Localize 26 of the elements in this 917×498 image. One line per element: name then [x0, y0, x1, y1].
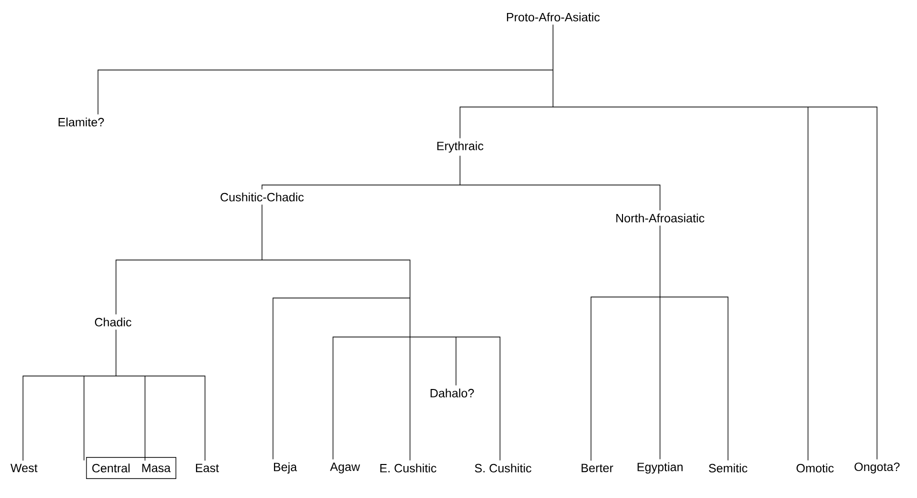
tree-label: E. Cushitic: [380, 464, 436, 472]
group-box: [86, 457, 176, 479]
tree-label: Cushitic-Chadic: [220, 192, 304, 202]
tree-label: S. Cushitic: [474, 464, 532, 472]
tree-label: Erythraic: [437, 141, 484, 153]
tree-label: Egyptian: [638, 462, 683, 474]
tree-label: Berter: [582, 464, 614, 472]
tree-branch: [262, 155, 660, 211]
tree-label: North-Afroasiatic: [616, 214, 704, 222]
tree-label: East: [196, 464, 219, 472]
tree-branch: [98, 24, 878, 461]
tree-label: Central: [92, 464, 130, 472]
tree-branch: [116, 204, 500, 461]
tree-branch: [590, 225, 728, 461]
tree-label: Chadic: [94, 318, 132, 326]
tree-label: West: [10, 464, 38, 472]
tree-label: Omotic: [796, 464, 834, 472]
tree-label: Agaw: [330, 462, 360, 474]
tree-label: Proto-Afro-Asiatic: [506, 12, 600, 22]
tree-label: Dahalo?: [430, 388, 474, 398]
tree-label: Elamite?: [58, 118, 104, 126]
tree-label: Ongota?: [854, 462, 900, 474]
tree-branch: [22, 329, 206, 461]
tree-label: Semitic: [708, 464, 748, 472]
tree-label: Beja: [274, 462, 297, 474]
tree-label: Masa: [142, 464, 171, 472]
